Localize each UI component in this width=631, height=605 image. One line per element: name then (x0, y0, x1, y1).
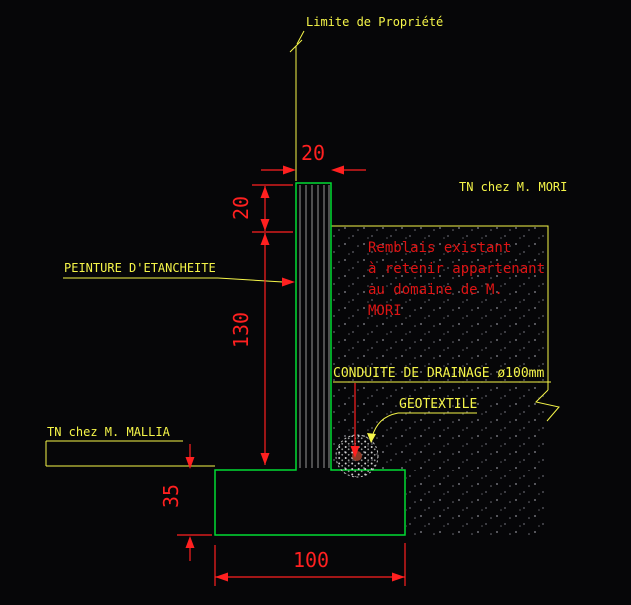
dim-arrow (331, 165, 344, 175)
wall-outline (214, 182, 406, 536)
terrain-mallia: TN chez M. MALLIA (45, 425, 215, 467)
property-limit: Limite de Propriété (289, 15, 443, 181)
peinture-label: PEINTURE D'ETANCHEITE (64, 261, 216, 275)
terrain-mori-line (331, 225, 549, 390)
terrain-break-symbol (534, 389, 560, 422)
dim-arrow (185, 457, 195, 469)
remblais-line2: à retenir appartenant (368, 261, 545, 277)
dim-arrow (260, 219, 270, 231)
dim-footing-width-value: 100 (293, 548, 329, 572)
geotextile-arrow (367, 433, 376, 443)
dim-arrow (283, 165, 296, 175)
dim-footing-thickness: 35 (159, 444, 212, 561)
remblais-line3: au domaine de M. (368, 282, 503, 298)
dim-stem-height: 130 (229, 233, 270, 465)
terrain-mori: TN chez M. MORI (331, 180, 567, 422)
peinture-leader (217, 277, 284, 283)
remblais-line4: MORI (368, 303, 402, 319)
backfill-hatch-upper (333, 227, 547, 469)
dim-crest-depth: 20 (229, 184, 293, 233)
geotextile-callout: GEOTEXTILE (367, 397, 477, 443)
remblais-note: Remblais existant à retenir appartenant … (368, 240, 545, 319)
dim-arrow (260, 453, 270, 465)
wall-hatch (299, 185, 330, 468)
dim-stem-height-value: 130 (229, 312, 253, 348)
dim-arrow (260, 233, 270, 245)
dim-crest-depth-value: 20 (229, 196, 253, 220)
drainage: CONDUITE DE DRAINAGE ø100mm (333, 366, 551, 478)
dim-arrow (392, 572, 405, 582)
dim-arrow (260, 186, 270, 198)
dim-footing-width: 100 (214, 543, 406, 586)
remblais-line1: Remblais existant (368, 240, 511, 256)
conduite-label: CONDUITE DE DRAINAGE ø100mm (333, 366, 544, 381)
dim-arrow (215, 572, 228, 582)
property-limit-leader (296, 30, 305, 45)
terrain-mallia-label: TN chez M. MALLIA (47, 425, 171, 439)
peinture-arrow (282, 277, 295, 287)
dim-wall-thickness-value: 20 (301, 141, 325, 165)
backfill-hatch-lower (406, 470, 547, 537)
dim-wall-thickness: 20 (261, 141, 366, 175)
peinture-callout: PEINTURE D'ETANCHEITE (63, 261, 295, 287)
conduite-arrow (350, 446, 360, 458)
retaining-wall (214, 182, 406, 536)
terrain-mori-label: TN chez M. MORI (459, 180, 567, 194)
property-limit-tick (289, 39, 303, 53)
dim-arrow (185, 536, 195, 548)
property-limit-label: Limite de Propriété (306, 15, 443, 29)
dim-footing-thickness-value: 35 (159, 484, 183, 508)
geotextile-label: GEOTEXTILE (399, 397, 477, 412)
